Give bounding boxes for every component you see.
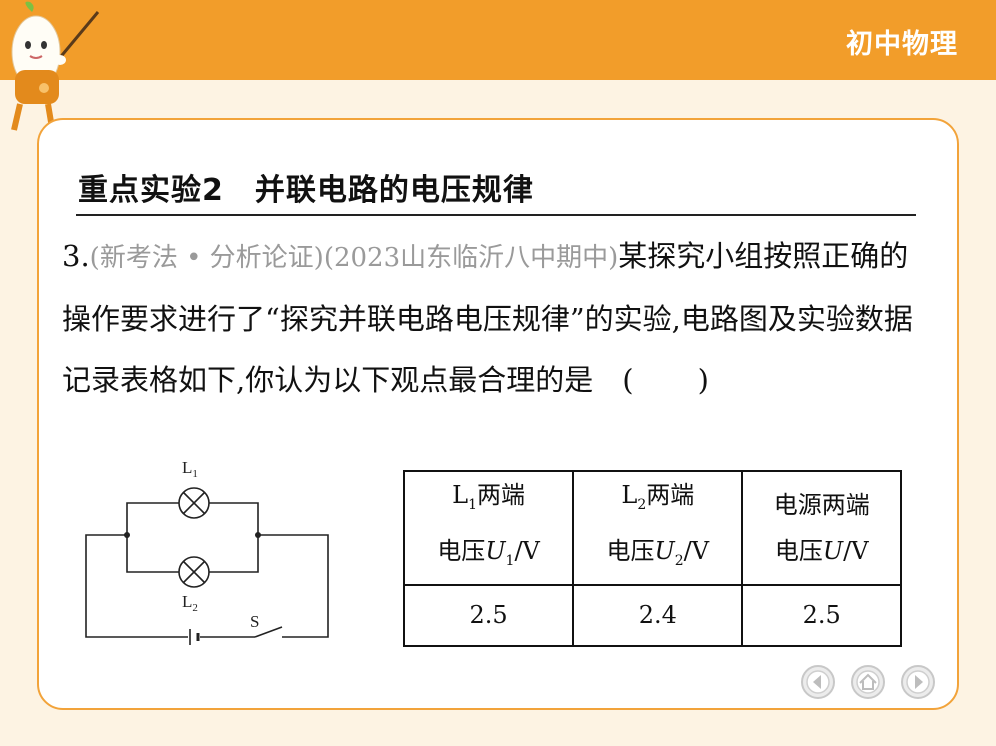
header-bar: 初中物理 bbox=[0, 0, 996, 80]
data-table: L1两端 电压U1/V L2两端 电压U2/V 电源两端 电压U/V 2.5 2… bbox=[402, 470, 902, 647]
question-text: 3.(新考法 • 分析论证)(2023山东临沂八中期中)某探究小组按照正确的操作… bbox=[62, 226, 922, 411]
title-divider bbox=[76, 214, 916, 216]
question-number: 3. bbox=[62, 239, 90, 273]
header-line1: L2两端 bbox=[621, 481, 695, 513]
switch-label: S bbox=[250, 612, 259, 631]
answer-blank: ( ) bbox=[622, 363, 711, 397]
section-title: 重点实验2 并联电路的电压规律 bbox=[78, 173, 534, 208]
subject-label: 初中物理 bbox=[846, 29, 958, 60]
header-cell-u: 电源两端 电压U/V bbox=[741, 470, 902, 586]
header-line2: 电压U2/V bbox=[606, 536, 710, 569]
header-cell-u2: L2两端 电压U2/V bbox=[572, 470, 744, 586]
header-line1: 电源两端 bbox=[773, 490, 870, 519]
circuit-diagram: L1 L2 S bbox=[85, 458, 329, 645]
header-line2: 电压U1/V bbox=[437, 536, 540, 569]
value-cell-u1: 2.5 bbox=[402, 583, 575, 647]
question-source: (2023山东临沂八中期中) bbox=[323, 243, 619, 273]
arrow-right-icon[interactable] bbox=[900, 664, 936, 700]
arrow-left-icon[interactable] bbox=[800, 664, 836, 700]
header-cell-u1: L1两端 电压U1/V bbox=[402, 470, 575, 586]
lamp1-label: L1 bbox=[182, 458, 198, 480]
mascot-illustration bbox=[11, 1, 100, 131]
lamp2-label: L2 bbox=[182, 592, 198, 614]
question-body: 某探究小组按照正确的操作要求进行了“探究并联电路电压规律”的实验,电路图及实验数… bbox=[62, 239, 913, 397]
value-cell-u2: 2.4 bbox=[572, 583, 744, 647]
header-line2: 电压U/V bbox=[774, 536, 869, 565]
value-cell-u: 2.5 bbox=[741, 583, 902, 647]
question-tag: (新考法 • 分析论证) bbox=[89, 243, 324, 273]
home-icon[interactable] bbox=[850, 664, 886, 700]
header-line1: L1两端 bbox=[452, 481, 526, 513]
